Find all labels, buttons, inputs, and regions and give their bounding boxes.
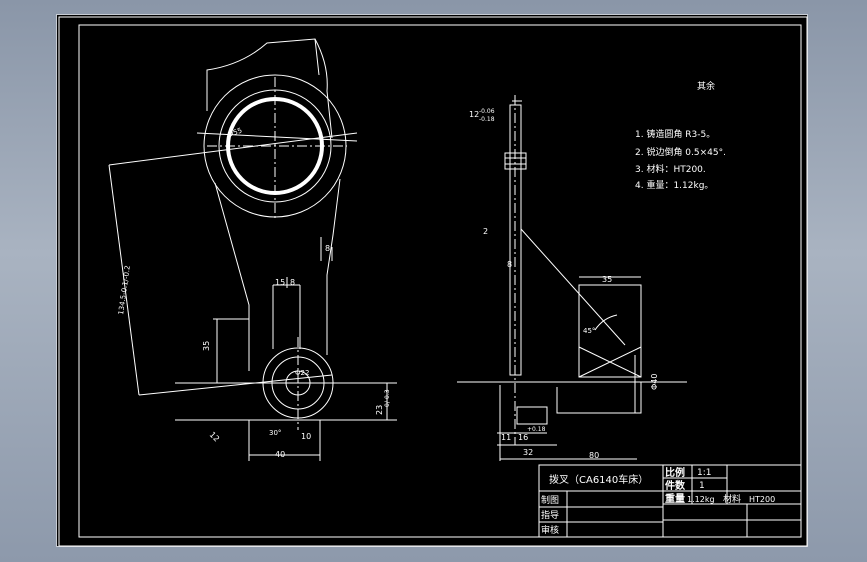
- dim-32: 32: [523, 448, 533, 457]
- count-label: 件数: [665, 479, 686, 492]
- dim-phi22: Φ22: [295, 369, 309, 377]
- dim-12b: 12: [208, 430, 222, 444]
- outer-frame: [58, 16, 808, 547]
- dim-134: 134.5-0.1/-0.2: [117, 265, 132, 315]
- weight-label: 重量: [665, 492, 685, 505]
- dim-tol018: +0.18: [527, 426, 546, 433]
- note-1: 1. 铸造圆角 R3-5。: [635, 128, 715, 140]
- dim-15: 15: [275, 278, 285, 287]
- note-3: 3. 材料：HT200.: [635, 163, 706, 175]
- cad-viewport[interactable]: 12 -0.06 -0.18 2 8 8 35 35 45° Φ40 11 16…: [56, 14, 808, 547]
- count-value: 1: [699, 481, 705, 491]
- dim-phi40: Φ40: [650, 374, 659, 390]
- material-value: HT200: [749, 495, 775, 504]
- dim-80: 80: [589, 451, 599, 460]
- technical-notes: 其余 1. 铸造圆角 R3-5。 2. 锐边倒角 0.5×45°. 3. 材料：…: [635, 80, 726, 191]
- dim-40: 40: [275, 450, 285, 459]
- dim-2: 2: [483, 227, 488, 236]
- inner-frame: [78, 24, 802, 538]
- review-label: 审核: [541, 524, 559, 536]
- weight-value: 1.12kg: [687, 495, 715, 504]
- dim-8a: 8: [507, 260, 512, 269]
- material-label: 材料: [723, 493, 741, 505]
- dim-35a: 35: [602, 275, 612, 284]
- dimension-labels: 12 -0.06 -0.18 2 8 8 35 35 45° Φ40 11 16…: [117, 108, 659, 460]
- front-view: [108, 38, 397, 461]
- drawn-by-label: 制图: [541, 494, 559, 506]
- dim-11: 11: [501, 433, 511, 442]
- dim-16: 16: [518, 433, 528, 442]
- guide-label: 指导: [541, 509, 559, 521]
- dim-10: 10: [301, 432, 311, 441]
- tol-top2: -0.18: [479, 116, 495, 123]
- note-2: 2. 锐边倒角 0.5×45°.: [635, 146, 726, 158]
- dim-30deg: 30°: [269, 429, 281, 437]
- scale-label: 比例: [665, 466, 685, 479]
- dim-45deg: 45°: [583, 327, 595, 335]
- title-block-text: 拨叉（CA6140车床） 比例 1:1 件数 1 重量 1.12kg 材料 HT…: [541, 466, 775, 536]
- engineering-drawing: 12 -0.06 -0.18 2 8 8 35 35 45° Φ40 11 16…: [58, 16, 808, 547]
- side-view: [457, 95, 687, 461]
- dim-35b: 35: [202, 341, 211, 351]
- notes-title: 其余: [697, 80, 715, 92]
- scale-value: 1:1: [697, 468, 711, 478]
- note-4: 4. 重量：1.12kg。: [635, 179, 713, 191]
- dim-8c: 8: [290, 278, 295, 287]
- dim-23-tol: 0/-0.3: [384, 389, 391, 407]
- tol-top1: -0.06: [479, 108, 495, 115]
- title-block: [538, 464, 802, 538]
- dim-23: 23: [375, 405, 384, 415]
- dim-12: 12: [469, 110, 479, 119]
- dim-8b: 8: [325, 244, 330, 253]
- part-name: 拨叉（CA6140车床）: [549, 473, 648, 486]
